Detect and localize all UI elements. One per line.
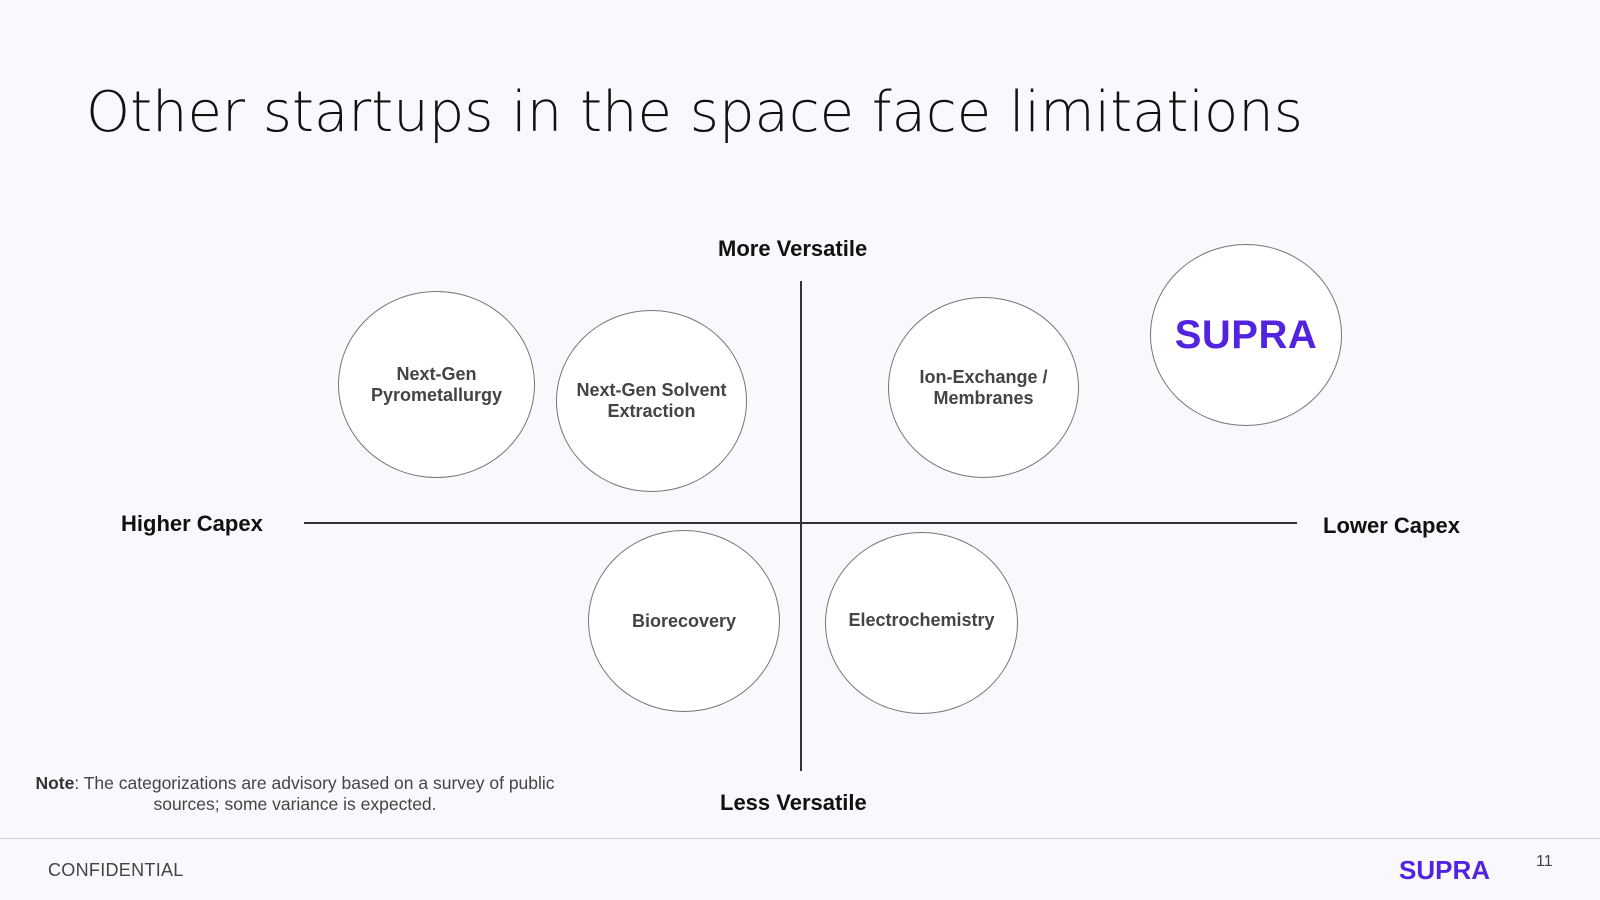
bubble-label-line-2: Pyrometallurgy (370, 384, 503, 405)
supra-logo: SUPRA (1174, 312, 1318, 357)
bubble-label-line-1: Ion-Exchange / (919, 366, 1048, 387)
bubble-label: Ion-Exchange / Membranes (901, 367, 1065, 409)
footer-divider (0, 838, 1600, 839)
bubble-label-line-1: Next-Gen (396, 363, 477, 384)
axis-label-top: More Versatile (718, 236, 868, 261)
slide-title: Other startups in the space face limitat… (86, 80, 1303, 145)
axis-label-right: Lower Capex (1323, 513, 1460, 538)
bubble-label: Next-Gen Pyrometallurgy (353, 364, 520, 406)
bubble-label-line-2: Extraction (607, 401, 696, 421)
bubble-ion-exchange-membranes: Ion-Exchange / Membranes (888, 297, 1079, 478)
footer-logo: SUPRA (1399, 855, 1491, 885)
confidential-label: CONFIDENTIAL (48, 860, 184, 880)
bubble-next-gen-pyrometallurgy: Next-Gen Pyrometallurgy (338, 291, 535, 478)
bubble-label: Electrochemistry (848, 609, 995, 630)
vertical-axis-line (800, 281, 802, 771)
bubble-electrochemistry: Electrochemistry (825, 532, 1018, 714)
page-number: 11 (1536, 853, 1553, 870)
axis-label-bottom: Less Versatile (720, 790, 867, 815)
bubble-biorecovery: Biorecovery (588, 530, 780, 712)
footnote-text: : The categorizations are advisory based… (74, 773, 555, 814)
footnote-prefix: Note (35, 773, 75, 793)
bubble-label-line-1: Next-Gen Solvent (576, 380, 727, 400)
bubble-next-gen-solvent-extraction: Next-Gen Solvent Extraction (556, 310, 747, 492)
bubble-label-line-2: Membranes (933, 387, 1034, 408)
bubble-label: Biorecovery (631, 610, 737, 631)
bubble-supra: SUPRA (1150, 244, 1342, 426)
bubble-label: Next-Gen Solvent Extraction (558, 380, 744, 422)
axis-label-left: Higher Capex (121, 511, 263, 536)
footnote: Note: The categorizations are advisory b… (30, 773, 560, 815)
